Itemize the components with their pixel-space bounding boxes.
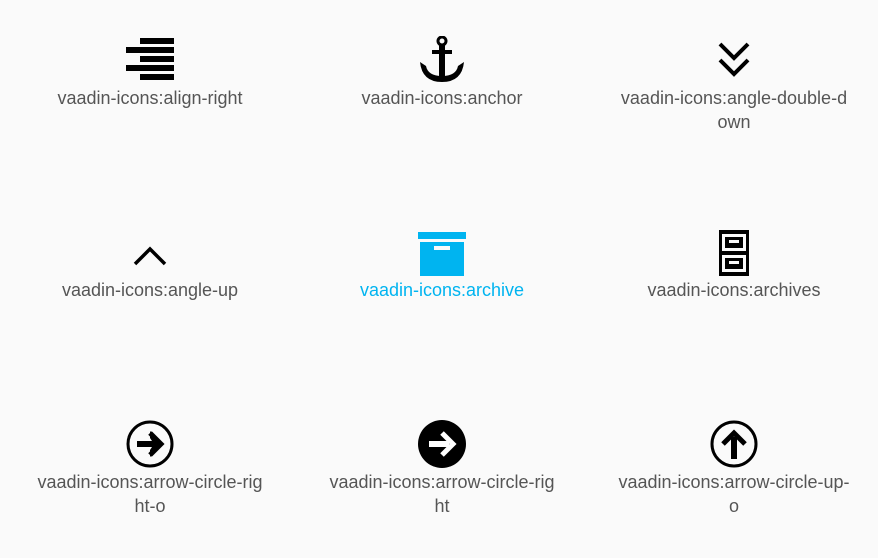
arrow-circle-right-icon xyxy=(418,420,466,468)
icon-tile-arrow-circle-up-o[interactable]: vaadin-icons:arrow-circle-up-o xyxy=(614,420,854,518)
arrow-circle-up-o-icon xyxy=(710,420,758,468)
icon-tile-arrow-circle-right-o[interactable]: vaadin-icons:arrow-circle-right-o xyxy=(30,420,270,518)
icon-label: vaadin-icons:archive xyxy=(359,280,525,300)
icon-label: vaadin-icons:archives xyxy=(647,280,821,300)
icon-label: vaadin-icons:arrow-circle-up-o xyxy=(618,472,850,516)
icon-tile-angle-double-down[interactable]: vaadin-icons:angle-double-down xyxy=(614,36,854,134)
icon-label: vaadin-icons:angle-up xyxy=(61,280,239,300)
icon-label: vaadin-icons:align-right xyxy=(57,88,243,108)
icon-tile-archives[interactable]: vaadin-icons:archives xyxy=(614,228,854,302)
icon-tile-archive[interactable]: vaadin-icons:archive xyxy=(322,228,562,302)
icon-label: vaadin-icons:arrow-circle-right xyxy=(329,472,555,516)
archive-icon xyxy=(418,228,466,276)
anchor-icon xyxy=(418,36,466,84)
icon-tile-angle-up[interactable]: vaadin-icons:angle-up xyxy=(30,228,270,302)
icon-tile-anchor[interactable]: vaadin-icons:anchor xyxy=(322,36,562,110)
icon-tile-arrow-circle-right[interactable]: vaadin-icons:arrow-circle-right xyxy=(322,420,562,518)
angle-up-icon xyxy=(126,228,174,276)
icon-label: vaadin-icons:anchor xyxy=(361,88,523,108)
icon-label: vaadin-icons:angle-double-down xyxy=(620,88,848,132)
icon-label: vaadin-icons:arrow-circle-right-o xyxy=(37,472,263,516)
angle-double-down-icon xyxy=(710,36,758,84)
archives-icon xyxy=(710,228,758,276)
align-right-icon xyxy=(126,36,174,84)
arrow-circle-right-o-icon xyxy=(126,420,174,468)
icon-tile-align-right[interactable]: vaadin-icons:align-right xyxy=(30,36,270,110)
